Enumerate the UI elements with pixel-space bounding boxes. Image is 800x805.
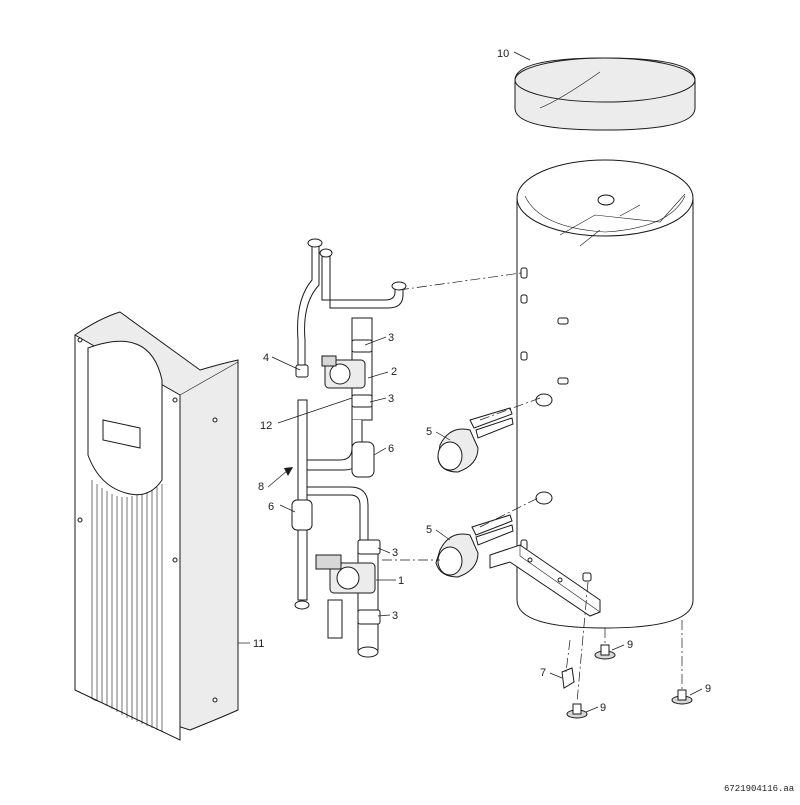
valves [291,339,381,658]
callout-8: 8 [258,481,264,493]
heater-lower [435,514,514,578]
callout-6: 6 [268,501,274,513]
callout-3: 3 [392,610,398,622]
callout-12: 12 [260,420,272,432]
callout-10: 10 [497,48,509,60]
callout-1: 1 [398,575,404,587]
callout-labels: 10 3 4 2 3 12 5 6 8 6 5 3 1 3 11 9 7 9 9 [253,48,711,714]
assembly-lines [382,272,683,703]
mounting-bracket [489,544,601,617]
callout-9: 9 [627,639,633,651]
callout-5: 5 [426,524,432,536]
storage-tank [516,159,694,629]
heater-upper [437,407,514,473]
callout-9: 9 [600,702,606,714]
feet [561,644,693,719]
callout-3: 3 [388,332,394,344]
callout-3: 3 [392,547,398,559]
pump-upper [321,355,366,389]
callout-7: 7 [540,667,546,679]
tank-lid [514,57,696,131]
callout-2: 2 [391,366,397,378]
callout-5: 5 [426,426,432,438]
callout-9: 9 [705,683,711,695]
pump-lower [315,554,376,594]
reference-code: 6721904116.aa [724,784,795,794]
callout-6: 6 [388,443,394,455]
leader-lines [238,51,703,713]
callout-4: 4 [263,352,269,364]
front-casing [74,311,239,741]
callout-3: 3 [388,393,394,405]
callout-11: 11 [253,638,264,650]
